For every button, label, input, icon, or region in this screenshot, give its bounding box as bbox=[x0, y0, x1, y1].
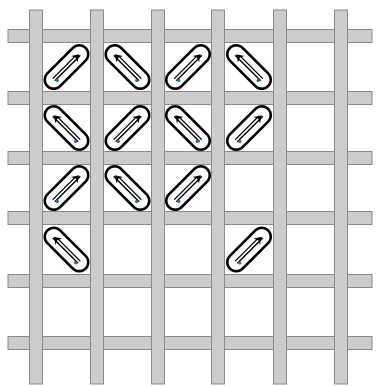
vertical-thread bbox=[91, 10, 104, 384]
vertical-thread bbox=[335, 10, 348, 384]
horizontal-thread bbox=[8, 152, 372, 165]
horizontal-thread bbox=[8, 92, 372, 105]
horizontal-thread bbox=[8, 30, 372, 43]
horizontal-thread bbox=[8, 212, 372, 225]
horizontal-thread bbox=[8, 275, 372, 288]
vertical-thread bbox=[274, 10, 287, 384]
vertical-thread bbox=[152, 10, 165, 384]
horizontal-thread bbox=[8, 337, 372, 350]
vertical-thread bbox=[212, 10, 225, 384]
vertical-thread bbox=[30, 10, 43, 384]
